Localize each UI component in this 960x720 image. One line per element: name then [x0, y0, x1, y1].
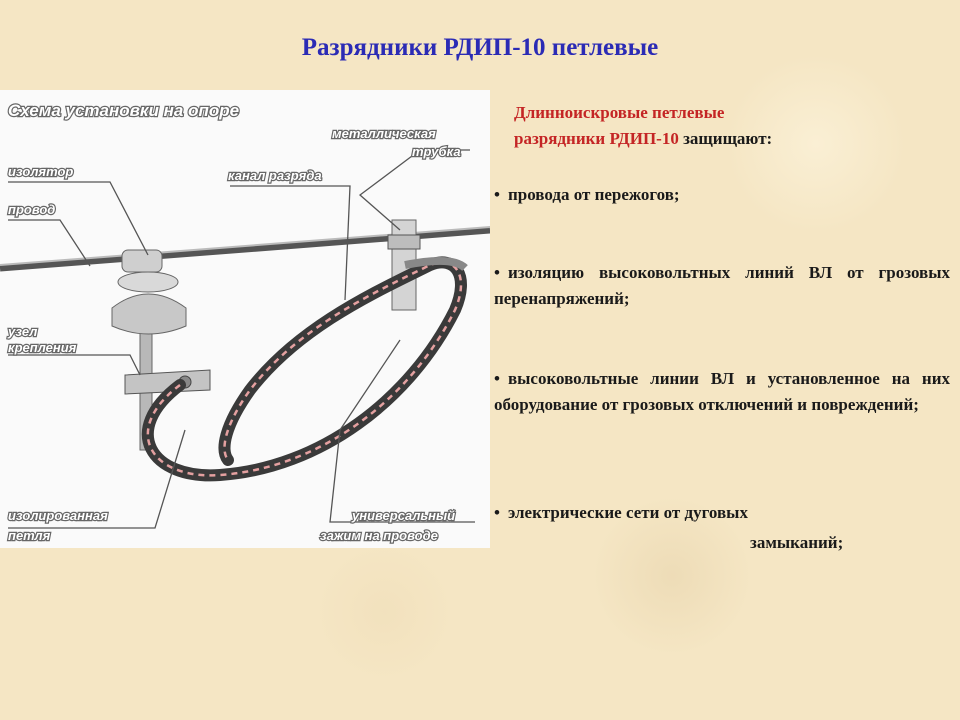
label-insulated-loop-2: петля [8, 528, 51, 543]
intro-red-line-1: Длинноискровые петлевые [514, 103, 725, 122]
bullet-item: •высоковольтные линии ВЛ и установленное… [494, 366, 950, 418]
insulator-shape [111, 249, 187, 335]
intro-tail: защищают: [678, 129, 773, 148]
leader-lines [8, 149, 475, 529]
label-insulator: изолятор [8, 164, 73, 179]
text-column: Длинноискровые петлевые разрядники РДИП-… [494, 100, 950, 552]
bullet-dot-icon: • [494, 185, 500, 204]
diagram-svg: Схема установки на опоре изолятор провод… [0, 100, 490, 544]
label-clamp-2: зажим на проводе [320, 528, 438, 543]
bullet-text: провода от пережогов; [507, 185, 680, 204]
bullet-item: •изоляцию высоковольтных линий ВЛ от гро… [494, 260, 950, 312]
installation-diagram: Схема установки на опоре изолятор провод… [0, 90, 490, 548]
label-insulated-loop-1: изолированная [8, 508, 108, 523]
bullet-dot-icon: • [494, 263, 500, 282]
label-clamp-1: универсальный [351, 508, 455, 523]
label-wire: провод [8, 202, 55, 217]
insulated-loop [142, 256, 467, 482]
bullet-text-continuation: замыканий; [750, 533, 844, 552]
page-title: Разрядники РДИП-10 петлевые [301, 34, 659, 61]
intro-paragraph: Длинноискровые петлевые разрядники РДИП-… [514, 100, 950, 152]
diagram-caption: Схема установки на опоре [8, 101, 239, 120]
bullet-text: изоляцию высоковольтных линий ВЛ от гроз… [494, 263, 950, 308]
bullet-item: • провода от пережогов; [494, 182, 950, 208]
label-metal-tube-2: трубка [412, 144, 461, 159]
label-discharge-channel: канал разряда [228, 168, 322, 183]
bullet-dot-icon: • [494, 369, 500, 388]
bullet-dot-icon: • [494, 503, 500, 522]
label-mount-node-2: крепления [8, 340, 77, 355]
bullet-item: • электрические сети от дуговых замыканий… [494, 500, 950, 556]
label-metal-tube-1: металлическая [332, 126, 436, 141]
bullet-text: высоковольтные линии ВЛ и установленное … [494, 369, 950, 414]
intro-red-line-2: разрядники РДИП-10 [514, 129, 679, 148]
label-mount-node-1: узел [7, 324, 37, 339]
bullet-text: электрические сети от дуговых [507, 503, 748, 522]
